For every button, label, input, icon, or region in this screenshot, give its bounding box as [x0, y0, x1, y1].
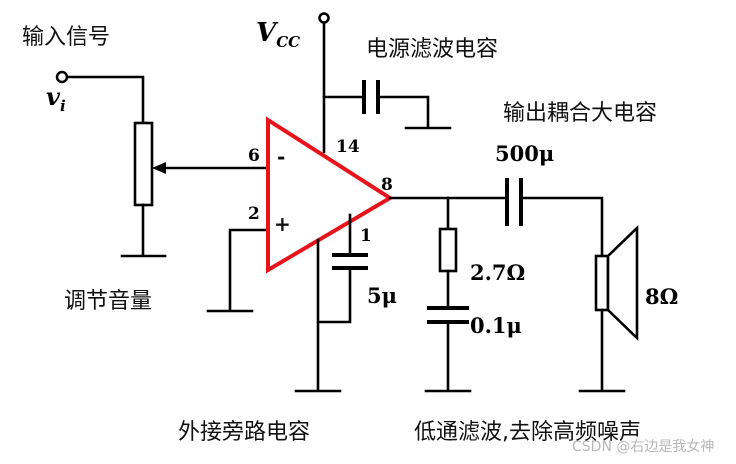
- pin-2-label: 2: [248, 204, 260, 224]
- input-signal-label: 输入信号: [22, 25, 111, 50]
- pin-1-label: 1: [360, 226, 372, 246]
- speaker-body: [594, 254, 610, 312]
- vcc-main: V: [256, 18, 277, 48]
- input-terminal: [55, 70, 69, 84]
- wiper-arrowhead: [152, 162, 166, 174]
- vi-subscript: i: [59, 96, 66, 115]
- vcc-terminal: [318, 12, 330, 24]
- watermark: CSDN @右边是我女神: [572, 439, 715, 455]
- vcc-subscript: CC: [276, 33, 301, 52]
- pin-8-label: 8: [381, 175, 393, 195]
- pin-6-label: 6: [248, 146, 260, 166]
- volume-label: 调节音量: [64, 289, 153, 314]
- pin-14-label: 14: [336, 137, 360, 157]
- vi-main: v: [46, 82, 60, 111]
- supply-cap-label: 电源滤波电容: [366, 37, 499, 62]
- pin2-ground-wire: [228, 228, 270, 312]
- bypass-cap-label: 外接旁路电容: [178, 420, 311, 445]
- filter-cap-value: 0.1μ: [470, 313, 522, 338]
- filter-resistor: [438, 227, 458, 273]
- vcc-label: VCC: [256, 18, 300, 51]
- lowpass-label: 低通滤波,去除高频噪声: [414, 420, 641, 445]
- coupling-cap-value: 500μ: [495, 141, 555, 166]
- inverting-sign: -: [277, 145, 286, 169]
- amplifier-triangle: [266, 116, 394, 274]
- supply-cap-ground-wire: [378, 95, 430, 129]
- vi-label: vi: [46, 82, 66, 115]
- input-wire: [65, 75, 145, 125]
- resistor-value: 2.7Ω: [470, 260, 526, 285]
- noninverting-sign: +: [274, 212, 291, 236]
- bypass-cap-value: 5μ: [367, 283, 397, 308]
- output-cap-label: 输出耦合大电容: [503, 101, 658, 126]
- potentiometer: [133, 121, 154, 207]
- speaker-value: 8Ω: [645, 284, 679, 309]
- bypass-cap-return-wire: [316, 268, 352, 324]
- speaker-wire: [521, 196, 604, 257]
- speaker-cone: [606, 224, 639, 342]
